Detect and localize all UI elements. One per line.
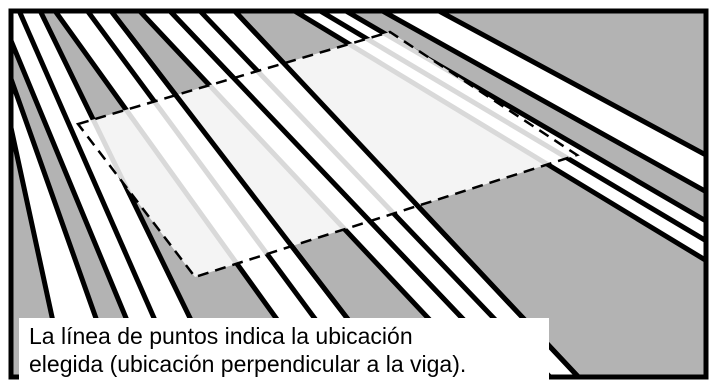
beam-b-outer (11, 11, 222, 377)
caption-line-2: elegida (ubicación perpendicular a la vi… (29, 351, 467, 377)
caption-line-1: La línea de puntos indica la ubicación (29, 323, 413, 349)
caption-box: La línea de puntos indica la ubicación e… (19, 318, 549, 380)
selected-location-area (78, 32, 577, 277)
beam-f-outer (377, 11, 706, 195)
beam-a (11, 71, 120, 377)
